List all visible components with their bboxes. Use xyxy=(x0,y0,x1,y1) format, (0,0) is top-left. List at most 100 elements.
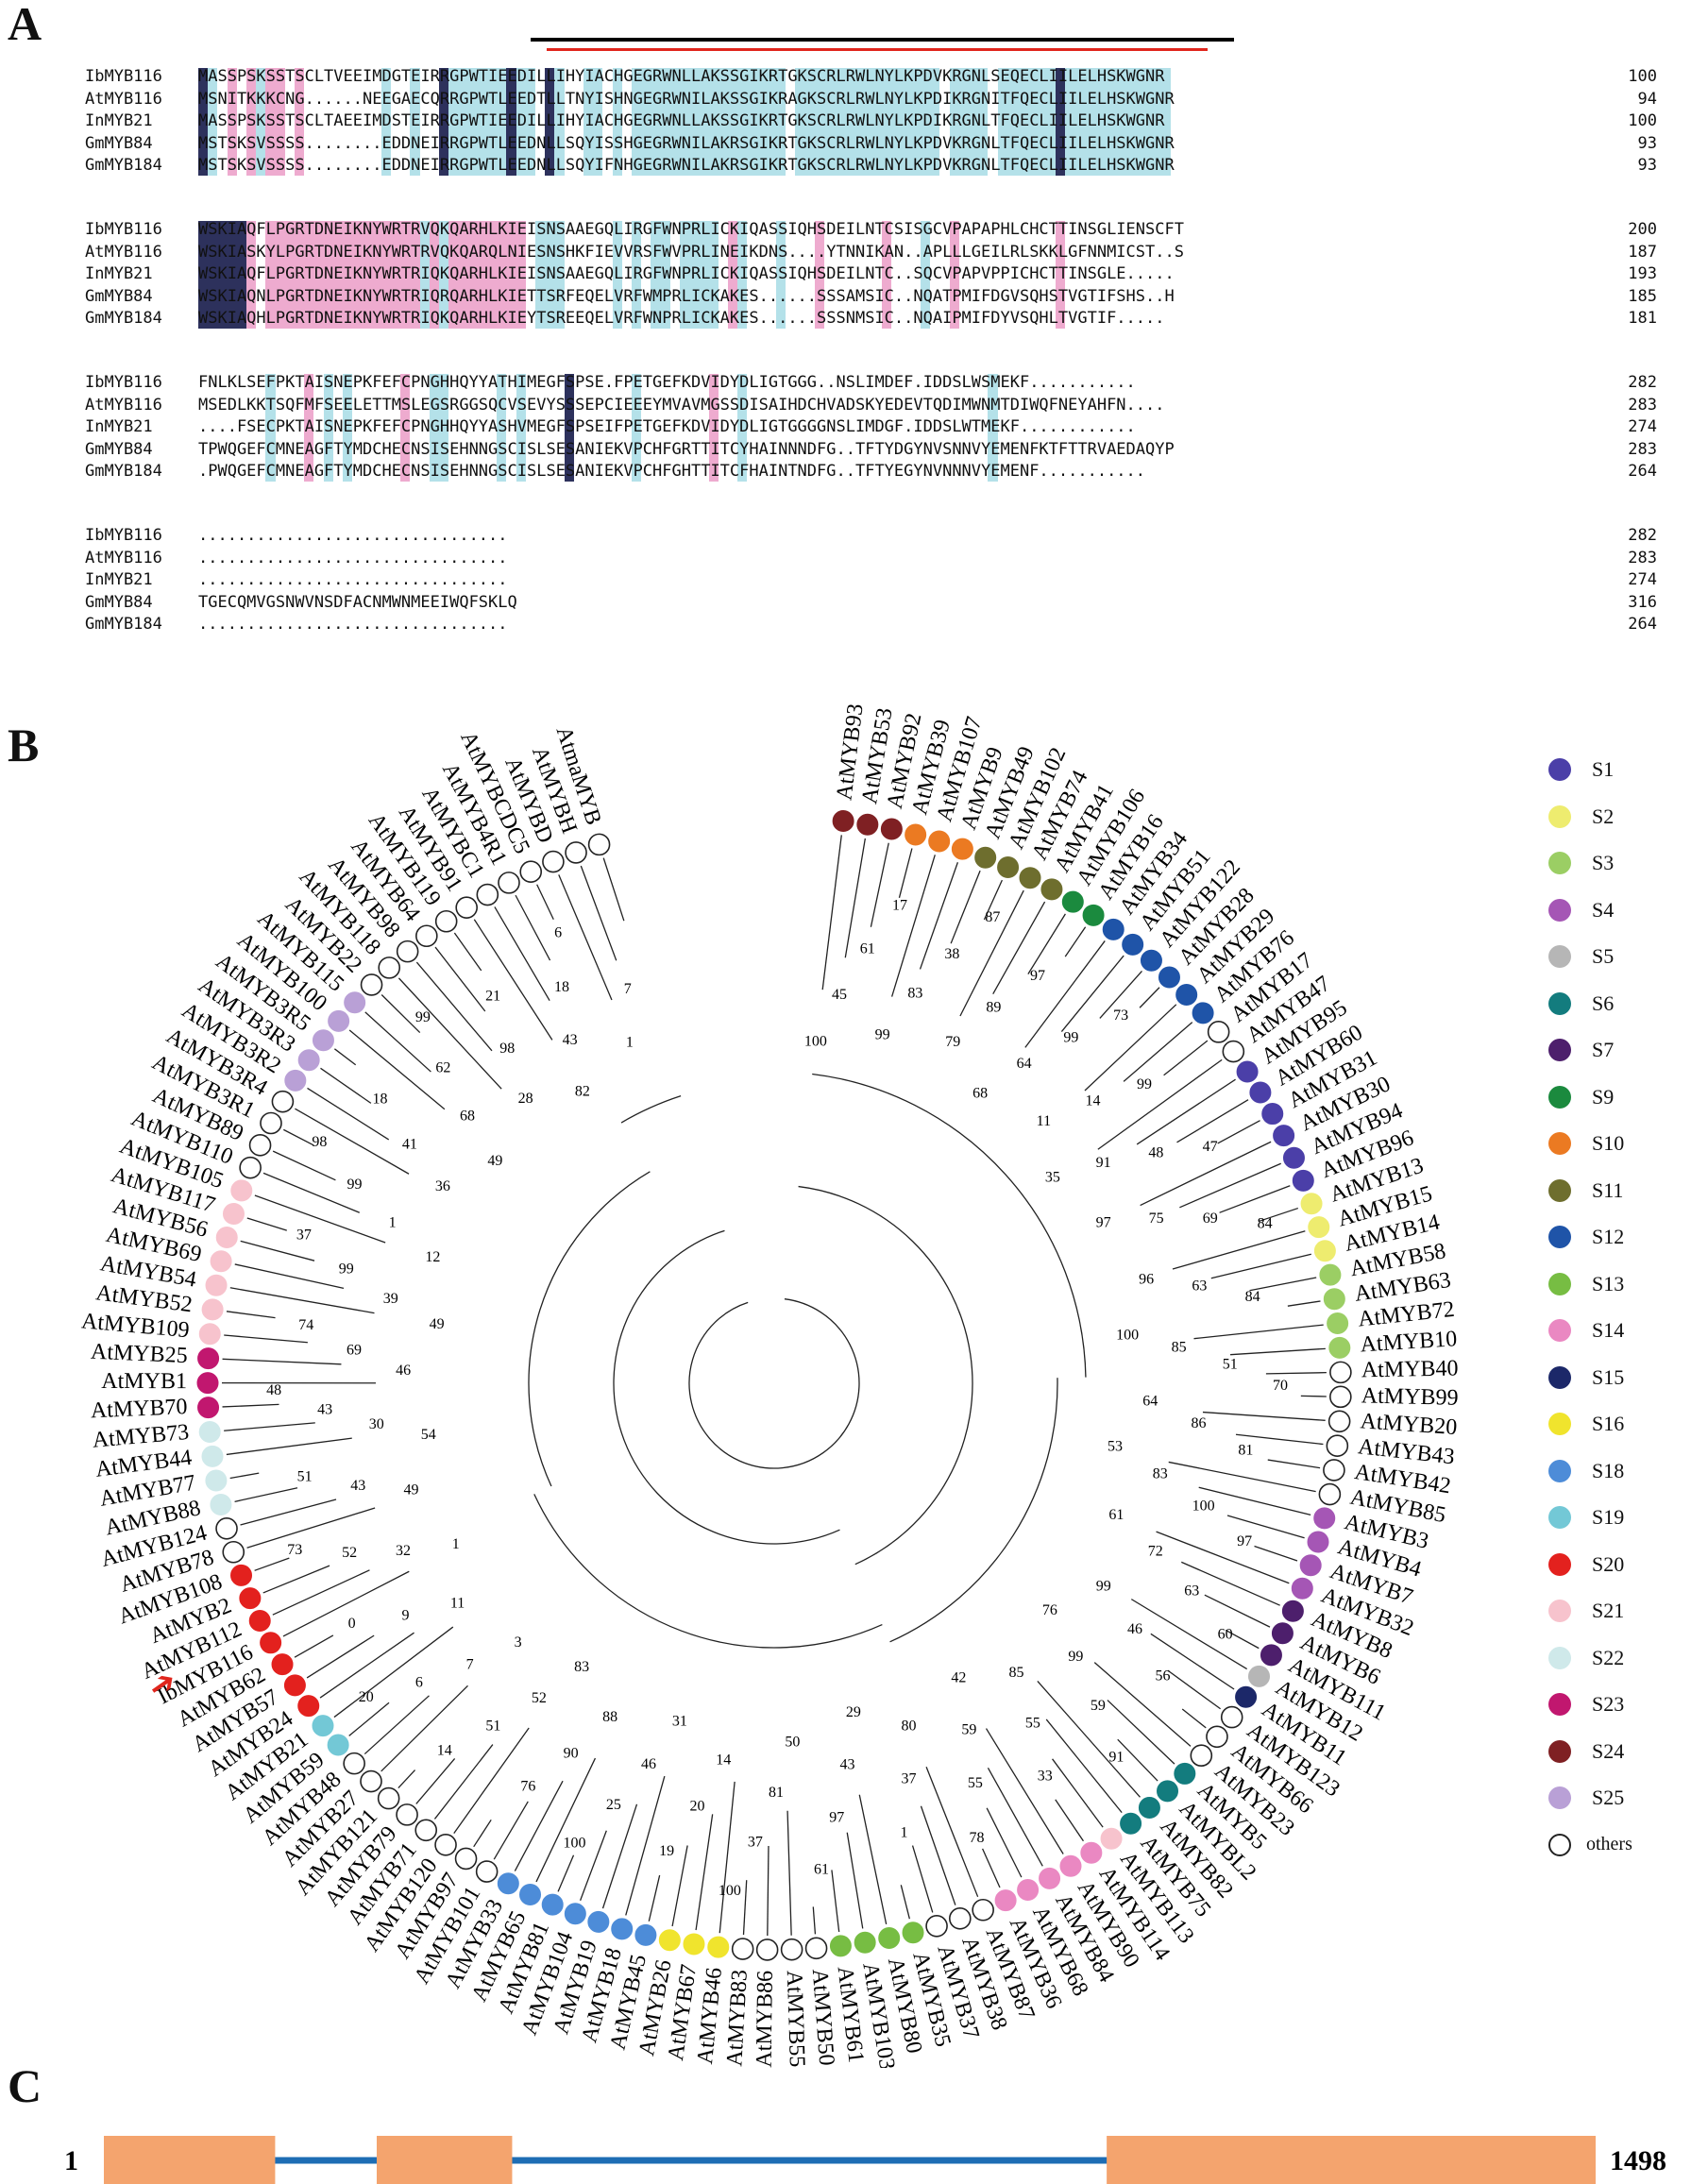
bootstrap-value: 60 xyxy=(1218,1627,1233,1643)
conservation-shade xyxy=(467,221,478,329)
conservation-shade xyxy=(236,221,246,329)
bootstrap-value: 43 xyxy=(350,1478,365,1494)
sequence-residues: TGECQMVGSNWVNSDFACNMWNMEEIWQFSKLQ xyxy=(198,592,517,612)
legend-label: S3 xyxy=(1592,851,1615,874)
legend-swatch xyxy=(1548,991,1571,1015)
sequence-residues: FNLKLSEFPKTAISNEPKFEFCPNGHHQYYATHIMEGFSP… xyxy=(198,373,1136,392)
residue-count: 200 xyxy=(1628,220,1657,239)
leaf-group-dot xyxy=(498,872,520,894)
bootstrap-value: 1 xyxy=(901,1825,908,1841)
conservation-shade xyxy=(632,374,642,482)
tree-branch xyxy=(320,1067,372,1104)
leaf-group-dot xyxy=(1261,1103,1284,1126)
conservation-shade xyxy=(718,68,728,176)
bootstrap-value: 68 xyxy=(972,1085,988,1101)
leaf-group-dot xyxy=(1174,1762,1196,1785)
conservation-shade xyxy=(680,68,690,176)
tree-branch xyxy=(433,1744,494,1820)
legend-swatch xyxy=(1548,1413,1571,1435)
leaf-group-dot xyxy=(476,883,499,906)
leaf-group-dot xyxy=(205,1274,228,1296)
tree-branch xyxy=(821,835,842,990)
tree-branch xyxy=(307,1087,390,1141)
bootstrap-value: 41 xyxy=(402,1137,417,1153)
exon-box xyxy=(376,2136,513,2184)
bootstrap-value: 62 xyxy=(435,1060,450,1076)
bootstrap-value: 63 xyxy=(1192,1278,1207,1295)
residue-count: 93 xyxy=(1637,133,1657,153)
legend-label: S21 xyxy=(1592,1599,1625,1622)
conservation-shade xyxy=(1045,68,1056,176)
tree-branch xyxy=(911,1845,934,1913)
tree-branch xyxy=(434,946,486,1012)
conservation-shade xyxy=(978,68,989,176)
sequence-residues: ................................ xyxy=(198,548,508,567)
bootstrap-value: 84 xyxy=(1245,1289,1260,1305)
sequence-residues: ................................ xyxy=(198,570,508,589)
legend-label: S6 xyxy=(1592,990,1615,1015)
tree-branch xyxy=(1093,1662,1192,1747)
tree-branch xyxy=(1117,1738,1158,1782)
conservation-shade xyxy=(295,68,305,176)
conservation-shade xyxy=(1055,68,1065,176)
tree-branch xyxy=(890,855,936,997)
tree-branch xyxy=(900,1885,910,1920)
conservation-shade xyxy=(824,68,835,176)
bootstrap-value: 70 xyxy=(1273,1378,1288,1394)
conservation-shade xyxy=(651,221,661,329)
legend-item: S23 xyxy=(1548,1690,1624,1718)
legend-swatch xyxy=(1548,1786,1571,1809)
bootstrap-value: 99 xyxy=(339,1261,354,1277)
alignment-row: AtMYB116................................… xyxy=(0,548,1691,568)
tree-branch xyxy=(254,1557,290,1571)
leaf-group-dot xyxy=(297,1049,320,1072)
sequence-residues: WSKIAQNLPGRTDNEIKNYWRTRIQRQARHLKIETTSRFE… xyxy=(198,286,1175,306)
bootstrap-value: 97 xyxy=(1237,1533,1252,1549)
bootstrap-value: 48 xyxy=(266,1382,281,1398)
alignment-row: InMYB21................................2… xyxy=(0,569,1691,590)
conservation-shade xyxy=(1161,68,1172,176)
leaf-group-dot xyxy=(260,1632,282,1654)
tree-branch xyxy=(602,857,625,922)
legend-item: S12 xyxy=(1548,1223,1624,1251)
bootstrap-value: 80 xyxy=(902,1718,917,1734)
leaf-group-dot xyxy=(1220,1705,1243,1729)
tree-branch xyxy=(1099,971,1142,1019)
conservation-shade xyxy=(1132,68,1142,176)
tree-branch xyxy=(919,862,958,970)
leaf-group-dot xyxy=(197,1347,220,1370)
bootstrap-value: 43 xyxy=(317,1401,332,1417)
bootstrap-value: 64 xyxy=(1017,1056,1032,1072)
gene-structure: 1 1498 xyxy=(64,2136,1666,2184)
leaf-group-dot xyxy=(343,1752,365,1775)
tree-branch xyxy=(473,919,553,1041)
tree-arc xyxy=(620,1095,682,1124)
legend-label: S12 xyxy=(1592,1225,1625,1248)
tree-branch xyxy=(272,1150,336,1181)
bootstrap-value: 6 xyxy=(415,1675,423,1691)
bootstrap-value: 100 xyxy=(1116,1327,1139,1343)
tree-branch xyxy=(925,1766,979,1898)
bootstrap-value: 7 xyxy=(466,1656,474,1672)
tree-branch xyxy=(920,1805,956,1905)
conservation-shade xyxy=(728,68,738,176)
bootstrap-value: 46 xyxy=(1127,1621,1142,1637)
conservation-shade xyxy=(910,68,921,176)
panel-label-a: A xyxy=(8,0,42,50)
leaf-group-dot xyxy=(1019,867,1041,889)
conservation-shade xyxy=(410,68,420,176)
conservation-shade xyxy=(882,68,892,176)
legend-swatch xyxy=(1548,1506,1571,1529)
tree-branch xyxy=(982,1848,1001,1888)
conservation-shade xyxy=(284,221,295,329)
tree-branch xyxy=(222,1358,342,1365)
leaf-group-dot xyxy=(210,1494,232,1516)
bootstrap-value: 75 xyxy=(1149,1211,1164,1227)
conservation-shade xyxy=(632,221,642,329)
leaf-group-dot xyxy=(997,855,1020,878)
tree-branch xyxy=(767,1845,769,1936)
sequence-residues: MSEDLKKTSQFMFSEELETTMSLEGSRGGSQCVSEVYSSS… xyxy=(198,395,1165,415)
bootstrap-value: 73 xyxy=(287,1542,302,1558)
